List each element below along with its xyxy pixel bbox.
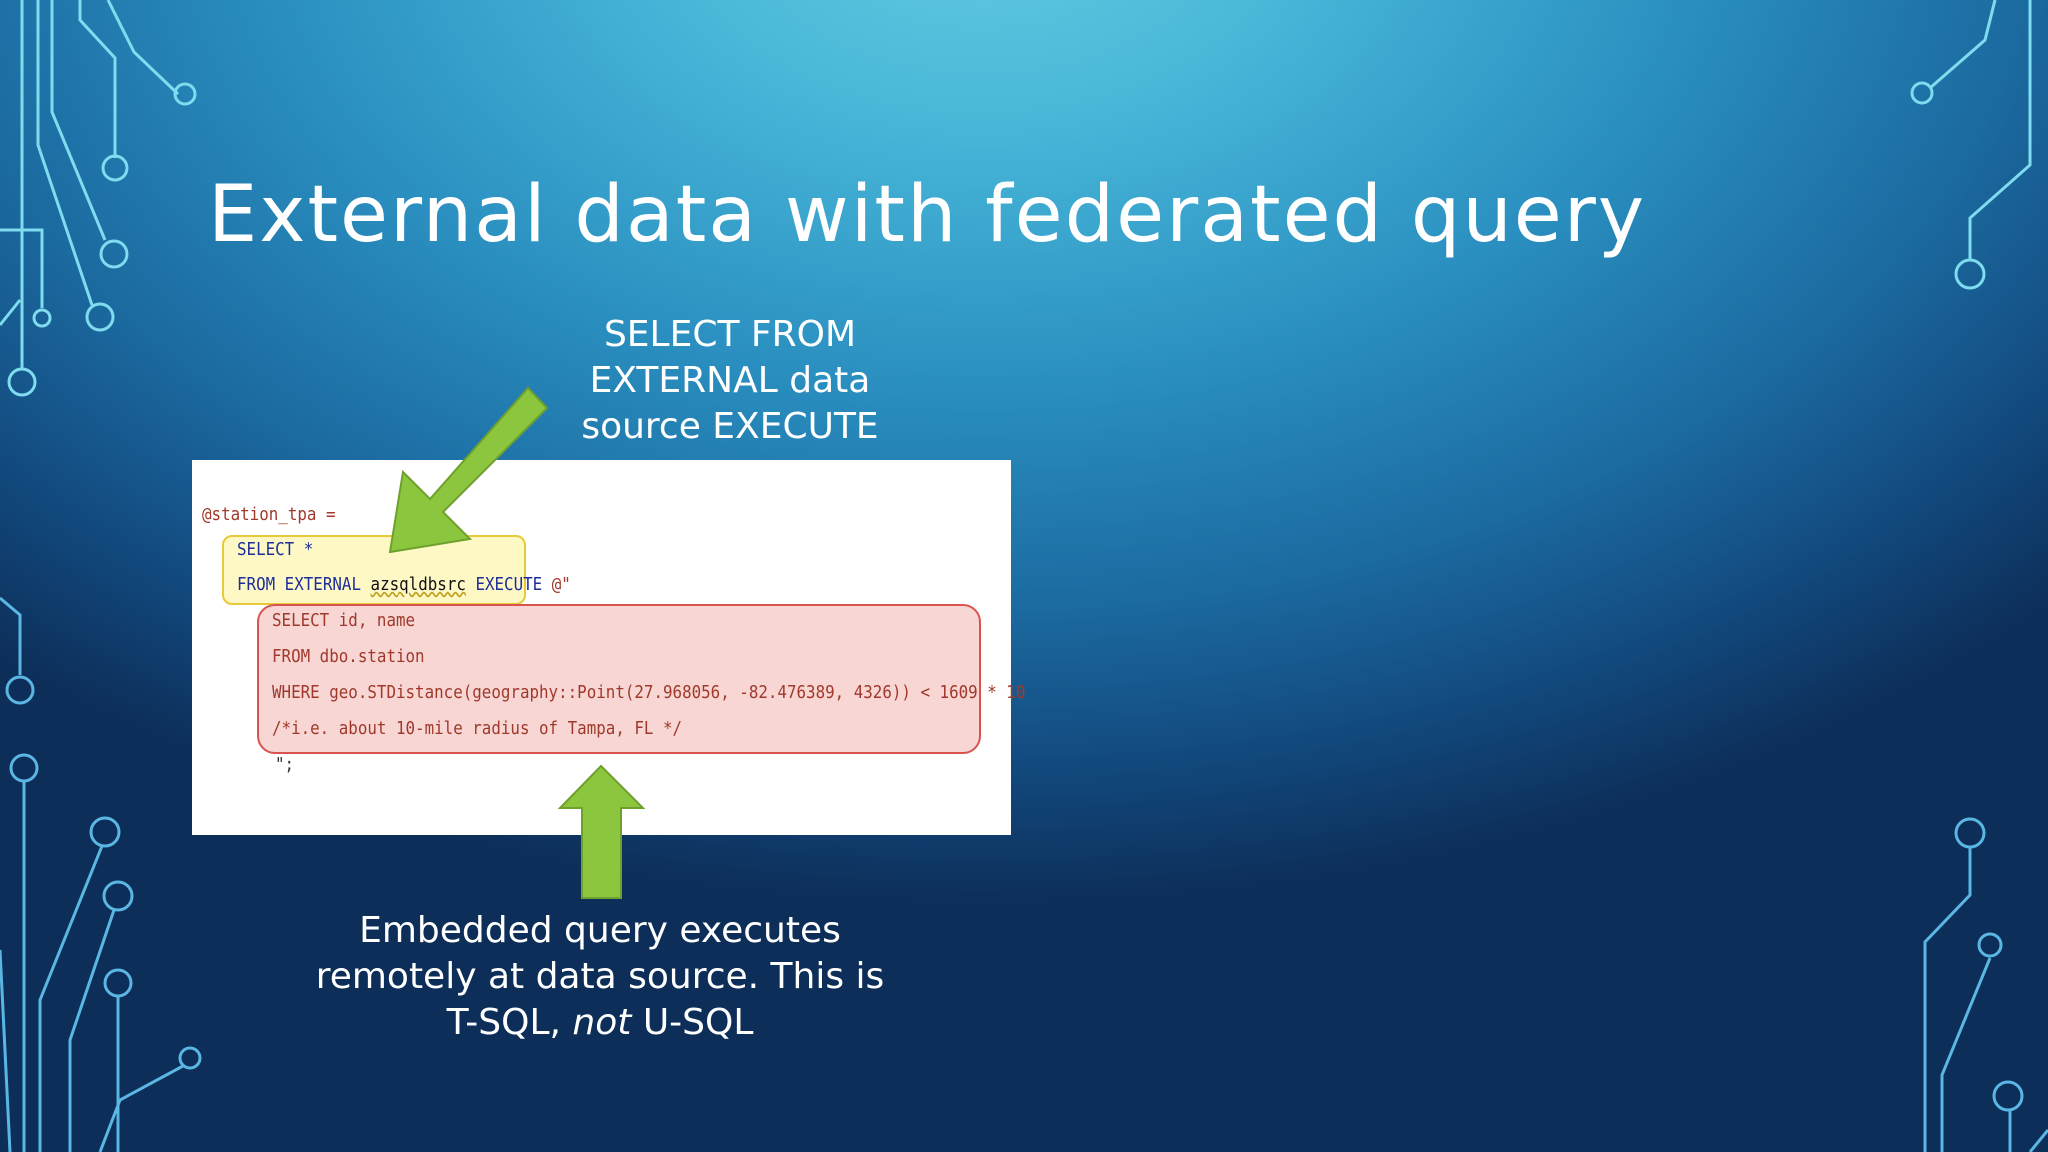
code-keyword: FROM EXTERNAL — [237, 574, 361, 595]
callout-embedded-query: Embedded query executes remotely at data… — [240, 908, 960, 1046]
callout-bottom-line: Embedded query executes — [359, 910, 841, 951]
code-line: SELECT * — [237, 539, 314, 560]
code-data-source: azsqldbsrc — [370, 574, 466, 595]
arrow-up-icon — [557, 764, 646, 899]
arrow-down-left-icon — [388, 386, 549, 554]
embedded-code-line: FROM dbo.station — [272, 646, 425, 667]
callout-text: U-SQL — [631, 1002, 754, 1043]
callout-external-execute: SELECT FROM EXTERNAL data source EXECUTE — [560, 312, 900, 450]
code-line: "; — [275, 754, 295, 775]
callout-text: T-SQL, — [446, 1002, 573, 1043]
callout-bottom-line: T-SQL, not U-SQL — [240, 1000, 960, 1046]
callout-top-line: SELECT FROM — [603, 314, 857, 355]
embedded-query-highlight — [257, 604, 981, 754]
embedded-code-line: /*i.e. about 10-mile radius of Tampa, FL… — [272, 718, 683, 739]
emphasis-not: not — [572, 1002, 632, 1043]
code-keyword: EXECUTE — [475, 574, 543, 595]
code-string-open: @" — [551, 574, 571, 595]
callout-top-line: EXTERNAL data — [589, 360, 871, 401]
callout-top-line: source EXECUTE — [581, 406, 879, 447]
embedded-code-line: SELECT id, name — [272, 610, 416, 631]
code-line: FROM EXTERNAL azsqldbsrc EXECUTE @" — [237, 574, 571, 595]
slide-title: External data with federated query — [208, 170, 1647, 260]
callout-bottom-line: remotely at data source. This is — [315, 956, 885, 997]
embedded-code-line: WHERE geo.STDistance(geography::Point(27… — [272, 682, 1026, 703]
external-execute-highlight — [222, 535, 526, 605]
code-line: @station_tpa = — [202, 504, 336, 525]
